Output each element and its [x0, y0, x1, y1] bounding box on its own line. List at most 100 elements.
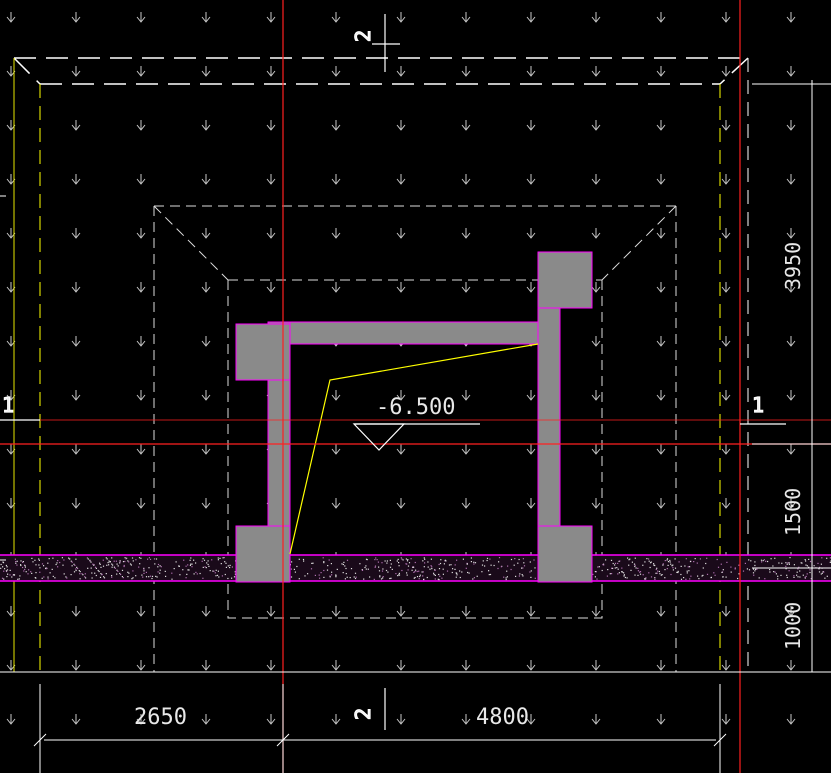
gravel-dot	[231, 566, 233, 568]
gravel-dot	[43, 565, 45, 567]
gravel-dot	[796, 574, 798, 576]
gravel-dot	[498, 561, 500, 563]
gravel-dot	[293, 568, 295, 570]
gravel-dot	[100, 573, 102, 575]
gravel-dot	[121, 576, 123, 578]
gravel-dot	[662, 564, 664, 566]
gravel-dot	[521, 567, 523, 569]
gravel-dot	[335, 575, 337, 577]
gravel-dot	[47, 562, 49, 564]
gravel-dot	[530, 576, 532, 578]
gravel-dot	[101, 573, 103, 575]
gravel-dot	[63, 559, 65, 561]
down-arrow-icon	[201, 660, 211, 671]
gravel-dot	[706, 573, 709, 575]
gravel-dot	[149, 558, 152, 560]
gravel-dot	[398, 572, 400, 574]
gravel-dot	[171, 572, 173, 574]
gravel-dot	[437, 578, 439, 580]
gravel-dot	[648, 572, 650, 574]
down-arrow-icon	[266, 66, 276, 77]
gravel-dot	[734, 567, 736, 569]
gravel-dot	[91, 577, 93, 579]
gravel-dot	[103, 576, 105, 578]
gravel-dot	[294, 571, 296, 573]
gravel-dot	[323, 561, 325, 563]
gravel-dot	[117, 570, 119, 572]
gravel-dot	[381, 562, 383, 564]
gravel-dot	[374, 565, 377, 567]
gravel-dot	[678, 561, 680, 563]
gravel-dot	[796, 571, 798, 573]
gravel-dot	[476, 575, 478, 577]
gravel-dot	[132, 560, 134, 562]
gravel-dot	[734, 568, 736, 570]
gravel-dot	[456, 572, 458, 574]
gravel-dot	[178, 565, 180, 567]
gravel-dot	[813, 565, 815, 567]
gravel-dot	[697, 575, 699, 577]
gravel-dot	[225, 566, 227, 568]
gravel-dot	[664, 569, 666, 571]
gravel-dot	[518, 558, 520, 561]
down-arrow-icon	[526, 66, 536, 77]
gravel-dot	[233, 576, 236, 578]
gravel-dot	[99, 562, 101, 564]
gravel-dot	[145, 571, 147, 573]
gravel-dot	[155, 558, 158, 560]
gravel-dot	[628, 559, 630, 561]
gravel-dot	[592, 573, 594, 575]
down-arrow-icon	[136, 390, 146, 401]
down-arrow-icon	[266, 12, 276, 23]
gravel-dot	[130, 564, 132, 566]
down-arrow-icon	[396, 174, 406, 185]
gravel-dot	[398, 565, 400, 567]
down-arrow-icon	[526, 390, 536, 401]
gravel-dot	[379, 575, 381, 577]
gravel-dot	[760, 559, 763, 561]
down-arrow-icon	[201, 282, 211, 293]
gravel-dot	[699, 558, 701, 560]
down-arrow-icon	[526, 174, 536, 185]
gravel-dot	[720, 563, 722, 565]
gravel-dot	[102, 559, 104, 561]
gravel-dot	[754, 570, 756, 572]
down-arrow-icon	[656, 12, 666, 23]
down-arrow-icon	[786, 228, 796, 239]
gravel-dot	[650, 576, 653, 578]
down-arrow-icon	[201, 444, 211, 455]
gravel-dot	[617, 573, 619, 575]
gravel-dot	[730, 571, 732, 573]
dimension-2650: 2650	[134, 705, 187, 730]
gravel-dot	[89, 559, 91, 561]
gravel-dot	[725, 576, 727, 578]
gravel-dot	[430, 558, 432, 560]
gravel-dot	[765, 560, 767, 562]
down-arrow-icon	[656, 120, 666, 131]
gravel-dot	[693, 561, 695, 563]
gravel-dot	[507, 565, 509, 567]
section-marks: 2 1 1 2	[0, 14, 786, 730]
gravel-dot	[2, 566, 4, 568]
gravel-dot	[105, 573, 107, 575]
down-arrow-icon	[526, 714, 536, 725]
gravel-dot	[817, 562, 819, 564]
gravel-dot	[298, 578, 300, 580]
gravel-dot	[71, 561, 73, 563]
down-arrow-icon	[656, 498, 666, 509]
down-arrow-icon	[591, 336, 601, 347]
down-arrow-icon	[71, 444, 81, 455]
gravel-dot	[16, 560, 18, 562]
gravel-dot	[208, 565, 210, 567]
down-arrow-icon	[136, 498, 146, 509]
gravel-dot	[488, 570, 490, 572]
gravel-dot	[424, 562, 426, 564]
gravel-dot	[788, 563, 790, 565]
down-arrow-icon	[786, 120, 796, 131]
gravel-dot	[684, 565, 686, 567]
gravel-dot	[602, 563, 605, 565]
gravel-dot	[111, 563, 113, 565]
gravel-dot	[156, 576, 158, 578]
gravel-dot	[355, 576, 357, 578]
gravel-dot	[366, 559, 368, 561]
